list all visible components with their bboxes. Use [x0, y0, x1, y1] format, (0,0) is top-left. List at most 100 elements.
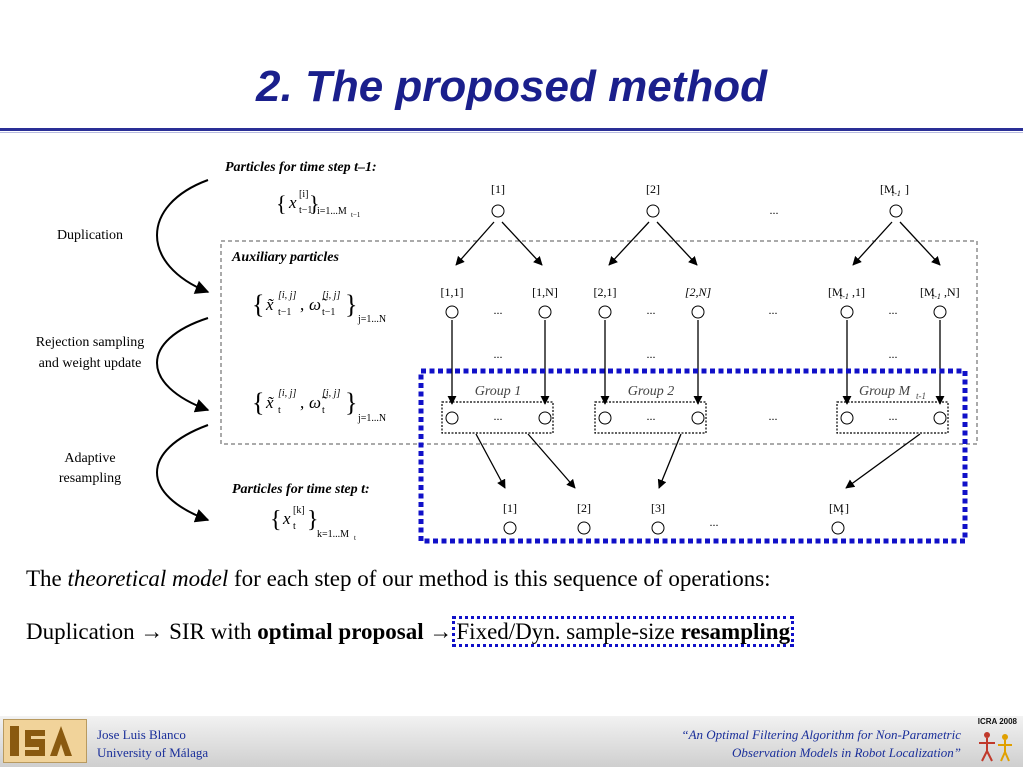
- svg-text:x: x: [288, 193, 297, 212]
- svg-text:{: {: [252, 290, 264, 319]
- optimal-proposal-text: optimal proposal: [257, 619, 424, 644]
- node-label-prev-2: [2]: [646, 182, 660, 196]
- svg-text:...: ...: [769, 303, 778, 317]
- node-label-curr-1: [1]: [503, 501, 517, 515]
- svg-text:{: {: [276, 191, 287, 216]
- svg-text:...: ...: [494, 347, 503, 361]
- node-label-curr-2: [2]: [577, 501, 591, 515]
- svg-text:...: ...: [647, 303, 656, 317]
- svg-text:...: ...: [494, 303, 503, 317]
- svg-text:[i, j]: [i, j]: [322, 388, 340, 399]
- svg-text:t: t: [293, 521, 296, 532]
- svg-text:,N]: ,N]: [944, 285, 960, 299]
- group-row-ellipses: ... ... ... ...: [494, 409, 898, 423]
- svg-text:,1]: ,1]: [852, 285, 865, 299]
- rejection-arrows: [447, 320, 945, 405]
- node-label-aux-m-1: [M t-1 ,1]: [828, 285, 865, 301]
- group-2-label: Group 2: [628, 384, 675, 399]
- svg-text:[i, j]: [i, j]: [322, 290, 340, 301]
- title-divider-shadow: [0, 132, 1023, 133]
- group-1-box: [441, 401, 554, 434]
- resampling-arrows: [475, 433, 921, 489]
- group-m-label: Group M t-1: [859, 384, 926, 401]
- node-label-prev-1: [1]: [491, 182, 505, 196]
- node-label-aux-1-n: [1,N]: [532, 285, 558, 299]
- svg-text:...: ...: [889, 409, 898, 423]
- svg-text:...: ...: [769, 409, 778, 423]
- svg-text:[i]: [i]: [299, 189, 308, 200]
- svg-text:x̃: x̃: [265, 295, 274, 314]
- svg-text:...: ...: [647, 409, 656, 423]
- svg-text:t-1: t-1: [840, 292, 849, 301]
- node-label-aux-1-1: [1,1]: [441, 285, 464, 299]
- group-1-label: Group 1: [475, 384, 522, 399]
- particle-prev-2: [646, 204, 660, 218]
- group-particles: [445, 411, 947, 425]
- node-label-curr-m: [M t ]: [829, 501, 849, 517]
- svg-text:}: }: [307, 507, 319, 533]
- svg-text:t: t: [278, 405, 281, 416]
- svg-text:Group M: Group M: [859, 384, 912, 399]
- label-adaptive-2: resampling: [59, 471, 121, 486]
- aux-row-ellipses: ... ... ... ... ... ... ...: [494, 303, 898, 361]
- svg-text:t: t: [354, 534, 356, 542]
- svg-text:t−1: t−1: [351, 211, 361, 219]
- node-label-aux-2-1: [2,1]: [594, 285, 617, 299]
- svg-text:[M: [M: [880, 182, 895, 196]
- formula-curr-set: { x [k] t } k=1...M t: [270, 505, 356, 542]
- body-text-line-1: The theoretical model for each step of o…: [26, 566, 771, 591]
- method-diagram: Duplication Rejection sampling and weigh…: [36, 160, 978, 544]
- svg-text:]: ]: [845, 501, 849, 515]
- particle-prev-1: [491, 204, 505, 218]
- curve-arrow-duplication: [156, 179, 210, 294]
- svg-text:t−1: t−1: [299, 205, 312, 216]
- resampling-highlight-frame: [418, 368, 968, 544]
- svg-text:}: }: [345, 388, 357, 417]
- svg-text:...: ...: [647, 347, 656, 361]
- svg-text:t-1: t-1: [892, 189, 901, 198]
- isa-logo: [3, 719, 87, 763]
- author-info: Jose Luis Blanco University of Málaga: [97, 726, 208, 762]
- svg-text:...: ...: [889, 347, 898, 361]
- isa-logo-mark: [4, 720, 86, 762]
- label-adaptive-1: Adaptive: [64, 451, 115, 466]
- svg-text:t−1: t−1: [278, 307, 291, 318]
- paper-reference: “An Optimal Filtering Algorithm for Non-…: [681, 727, 961, 760]
- arrow-icon: →: [429, 619, 453, 644]
- svg-text:,: ,: [300, 295, 304, 314]
- svg-text:[i, j]: [i, j]: [278, 388, 296, 399]
- curr-particles-row: [503, 521, 845, 535]
- svg-text:t: t: [322, 405, 325, 416]
- svg-text:[k]: [k]: [293, 505, 305, 516]
- heading-aux-particles: Auxiliary particles: [231, 250, 340, 265]
- svg-text:t−1: t−1: [322, 307, 335, 318]
- svg-text:k=1...M: k=1...M: [317, 529, 349, 540]
- svg-text:t: t: [841, 508, 844, 517]
- aux-particles-frame: [220, 240, 978, 445]
- conference-label: ICRA 2008: [977, 717, 1017, 726]
- svg-text:[M: [M: [828, 285, 843, 299]
- formula-aux-prev-set: { x̃ [i, j] t−1 , ω̃ [i, j] t−1 } j=1...…: [252, 290, 386, 325]
- ellipsis-top: ...: [770, 203, 779, 217]
- svg-text:]: ]: [905, 182, 909, 196]
- svg-text:j=1...N: j=1...N: [357, 413, 386, 424]
- curve-arrow-resampling: [156, 424, 210, 523]
- label-duplication: Duplication: [57, 228, 123, 243]
- formula-aux-curr-set: { x̃ [i, j] t , ω̃ [i, j] t } j=1...N: [252, 388, 386, 424]
- svg-text:[M: [M: [829, 501, 844, 515]
- slide-footer: Jose Luis Blanco University of Málaga “A…: [0, 716, 1023, 767]
- svg-text:t-1: t-1: [916, 391, 926, 401]
- icra-logo: ICRA 2008: [969, 717, 1019, 767]
- svg-text:i=1...M: i=1...M: [317, 206, 347, 217]
- duplication-arrows: [455, 221, 941, 266]
- label-rejection-2: and weight update: [39, 356, 142, 371]
- author-university: University of Málaga: [97, 745, 209, 760]
- svg-text:t-1: t-1: [932, 292, 941, 301]
- aux-particles-row: [445, 305, 947, 319]
- ellipsis-bottom: ...: [710, 515, 719, 529]
- particle-prev-m: [889, 204, 903, 218]
- svg-text:...: ...: [494, 409, 503, 423]
- title-divider: [0, 128, 1023, 131]
- svg-text:}: }: [345, 290, 357, 319]
- svg-text:x: x: [282, 509, 291, 528]
